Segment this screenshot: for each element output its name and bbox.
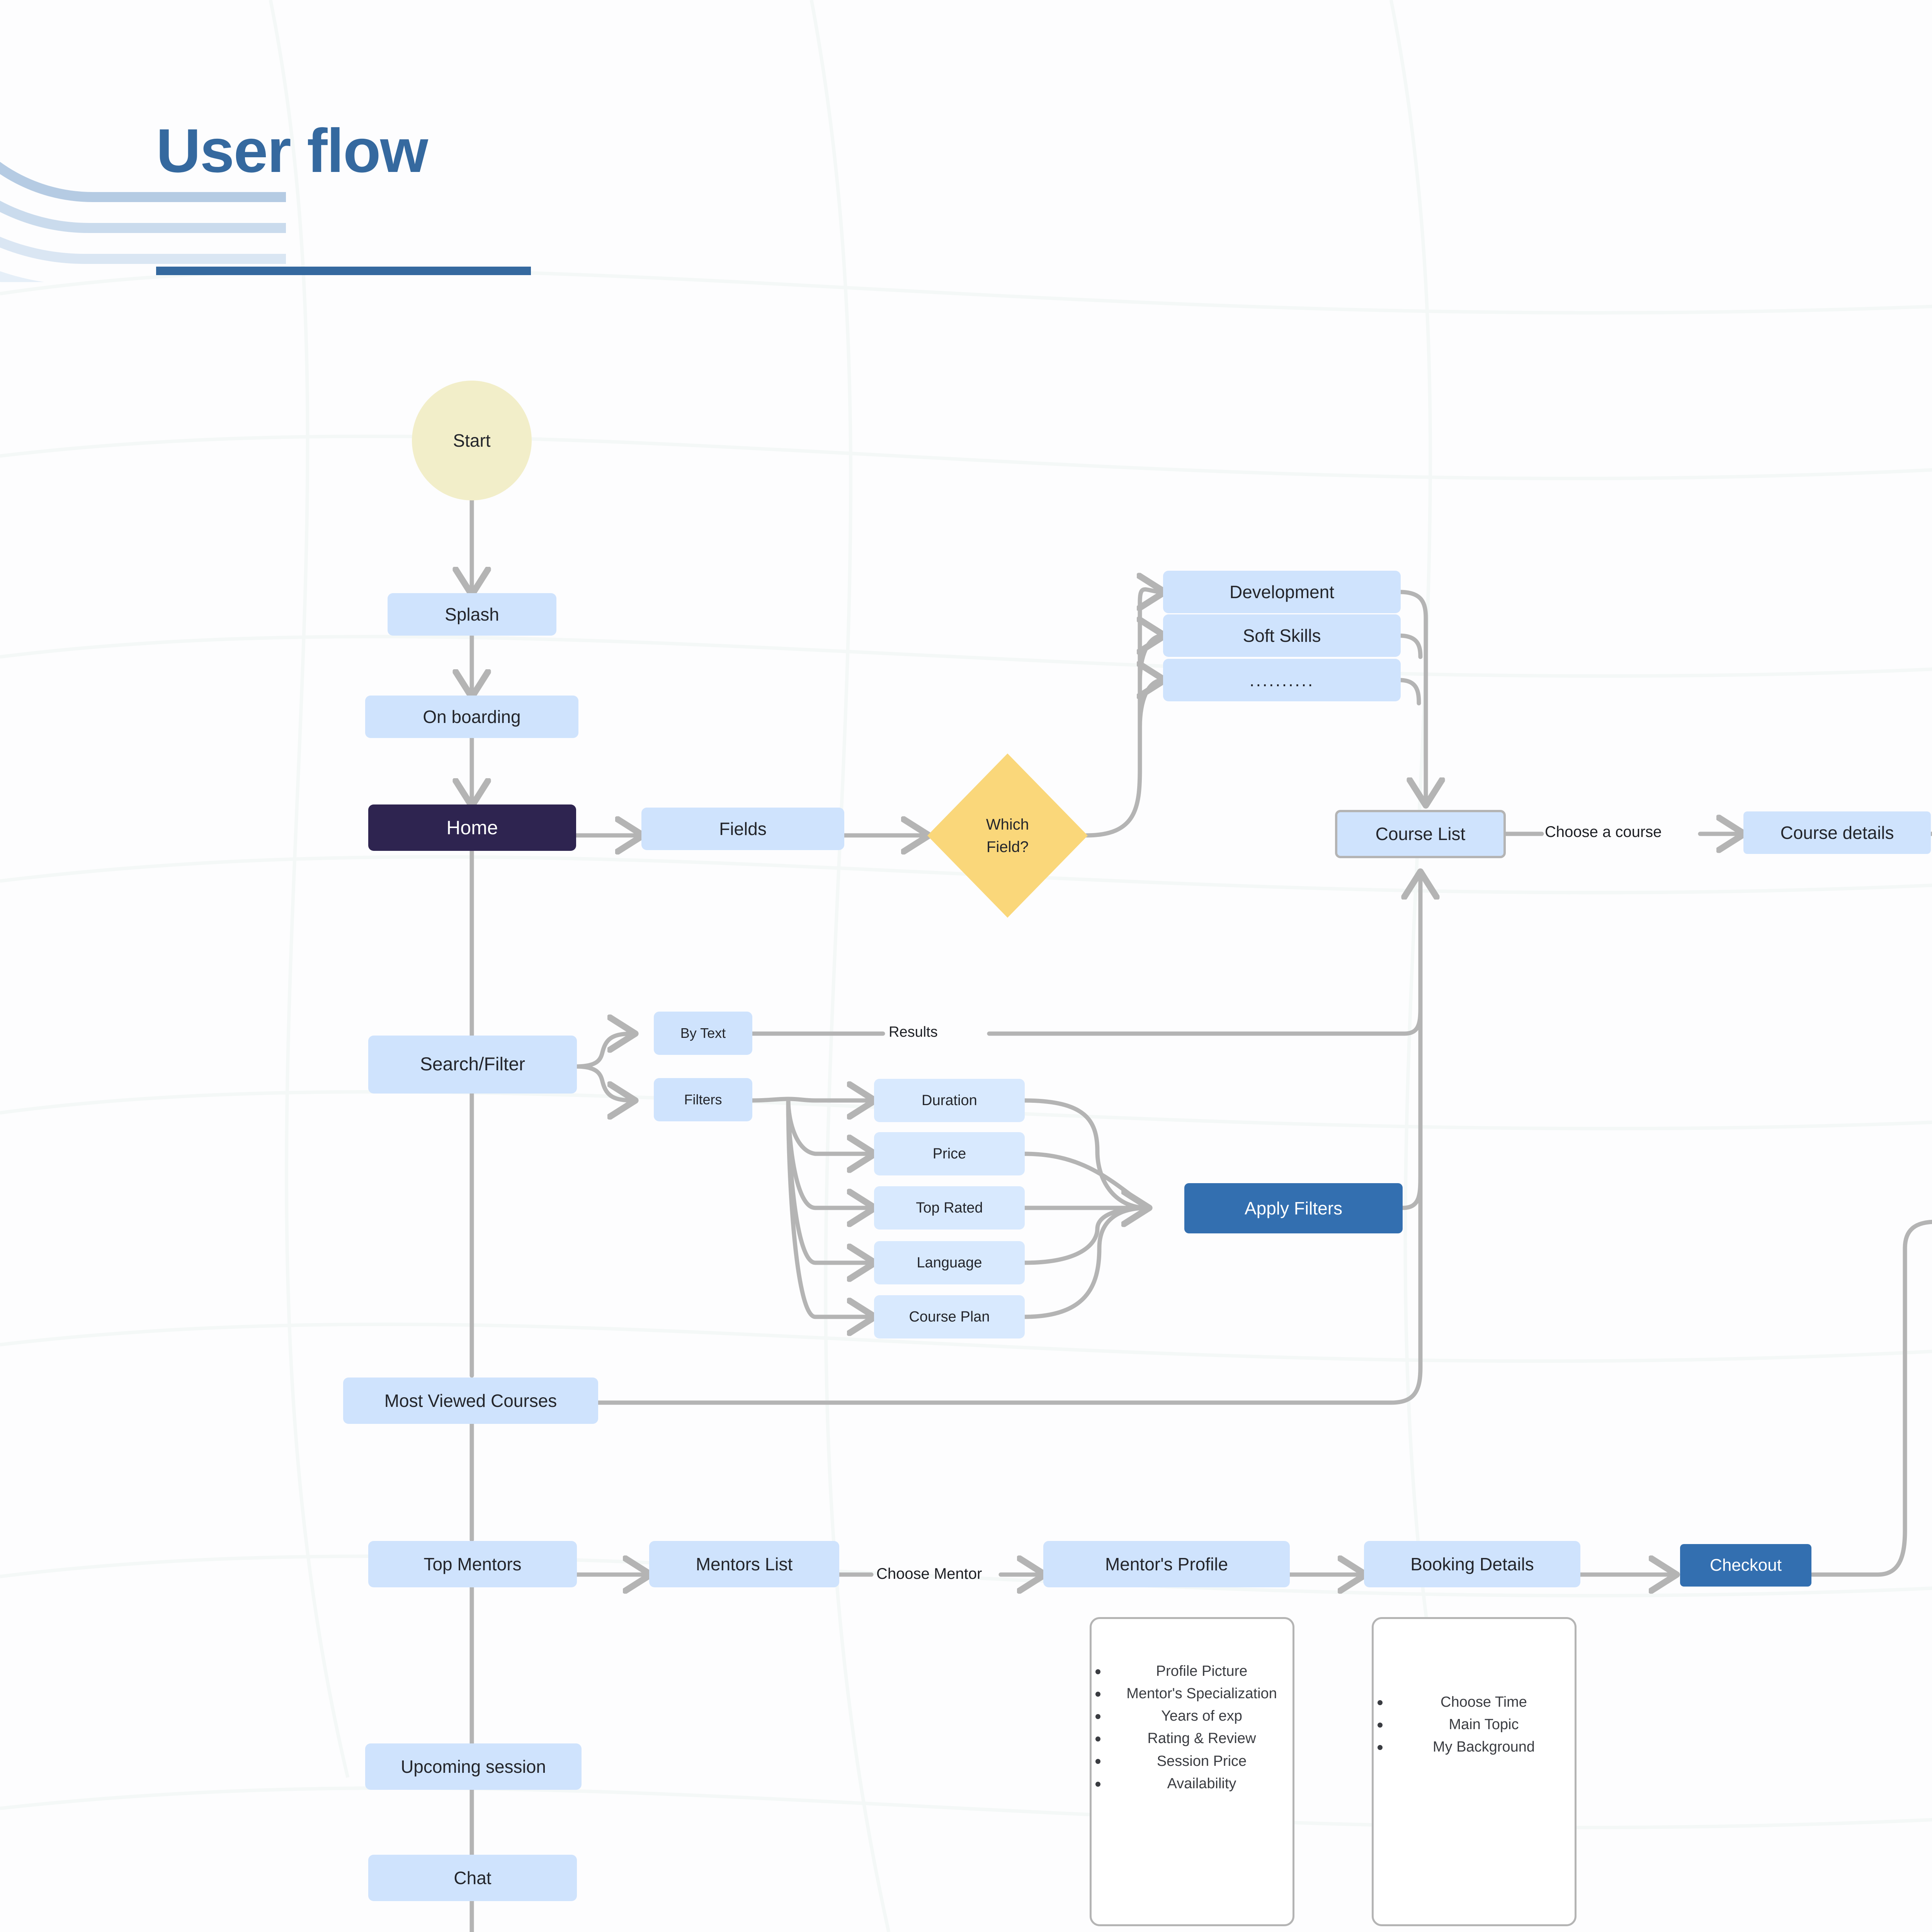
decision-which-field-label: Which Field? <box>986 816 1029 855</box>
node-category-more[interactable]: .......... <box>1163 659 1401 701</box>
page-title: User flow <box>156 116 428 185</box>
node-filters[interactable]: Filters <box>654 1078 752 1121</box>
node-category-soft-skills[interactable]: Soft Skills <box>1163 614 1401 657</box>
mentor-profile-bullet-item: Years of exp <box>1092 1706 1293 1726</box>
node-apply-filters[interactable]: Apply Filters <box>1184 1183 1403 1233</box>
node-checkout-mentor[interactable]: Checkout <box>1680 1544 1811 1587</box>
node-fields[interactable]: Fields <box>641 808 844 850</box>
title-underline <box>156 267 531 275</box>
booking-details-bullet-item: Choose Time <box>1374 1692 1575 1712</box>
node-booking-details[interactable]: Booking Details <box>1364 1541 1580 1587</box>
node-upcoming-session[interactable]: Upcoming session <box>365 1743 582 1790</box>
edge-label-results: Results <box>889 1024 938 1040</box>
mentor-profile-bullet-item: Availability <box>1092 1774 1293 1793</box>
node-home[interactable]: Home <box>368 804 576 851</box>
decision-which-field[interactable]: Which Field? <box>927 753 1088 918</box>
node-start[interactable]: Start <box>412 381 532 500</box>
node-mentors-list[interactable]: Mentors List <box>649 1541 839 1587</box>
mentor-profile-bullet-item: Rating & Review <box>1092 1729 1293 1748</box>
mentor-profile-bullet-item: Session Price <box>1092 1752 1293 1771</box>
mentor-profile-bullet-item: Mentor's Specialization <box>1092 1684 1293 1703</box>
node-filter-course-plan[interactable]: Course Plan <box>874 1295 1025 1338</box>
node-filter-language[interactable]: Language <box>874 1241 1025 1284</box>
booking-details-bullet-item: My Background <box>1374 1737 1575 1757</box>
booking-details-bullet-item: Main Topic <box>1374 1715 1575 1734</box>
node-filter-price[interactable]: Price <box>874 1132 1025 1175</box>
node-course-list[interactable]: Course List <box>1335 810 1506 858</box>
node-most-viewed-courses[interactable]: Most Viewed Courses <box>343 1378 598 1424</box>
node-filter-duration[interactable]: Duration <box>874 1079 1025 1122</box>
node-filter-top-rated[interactable]: Top Rated <box>874 1186 1025 1230</box>
node-top-mentors[interactable]: Top Mentors <box>368 1541 577 1587</box>
edge-label-choose-a-course: Choose a course <box>1545 823 1662 840</box>
mentor-profile-bullet-item: Profile Picture <box>1092 1662 1293 1681</box>
node-by-text[interactable]: By Text <box>654 1012 752 1055</box>
node-category-development[interactable]: Development <box>1163 571 1401 613</box>
node-onboarding[interactable]: On boarding <box>365 696 578 738</box>
node-splash[interactable]: Splash <box>388 593 556 636</box>
edge-label-choose-mentor: Choose Mentor <box>876 1565 982 1582</box>
node-course-details[interactable]: Course details <box>1743 811 1931 854</box>
node-mentors-profile[interactable]: Mentor's Profile <box>1043 1541 1290 1587</box>
node-search-filter[interactable]: Search/Filter <box>368 1036 577 1094</box>
node-chat[interactable]: Chat <box>368 1855 577 1901</box>
